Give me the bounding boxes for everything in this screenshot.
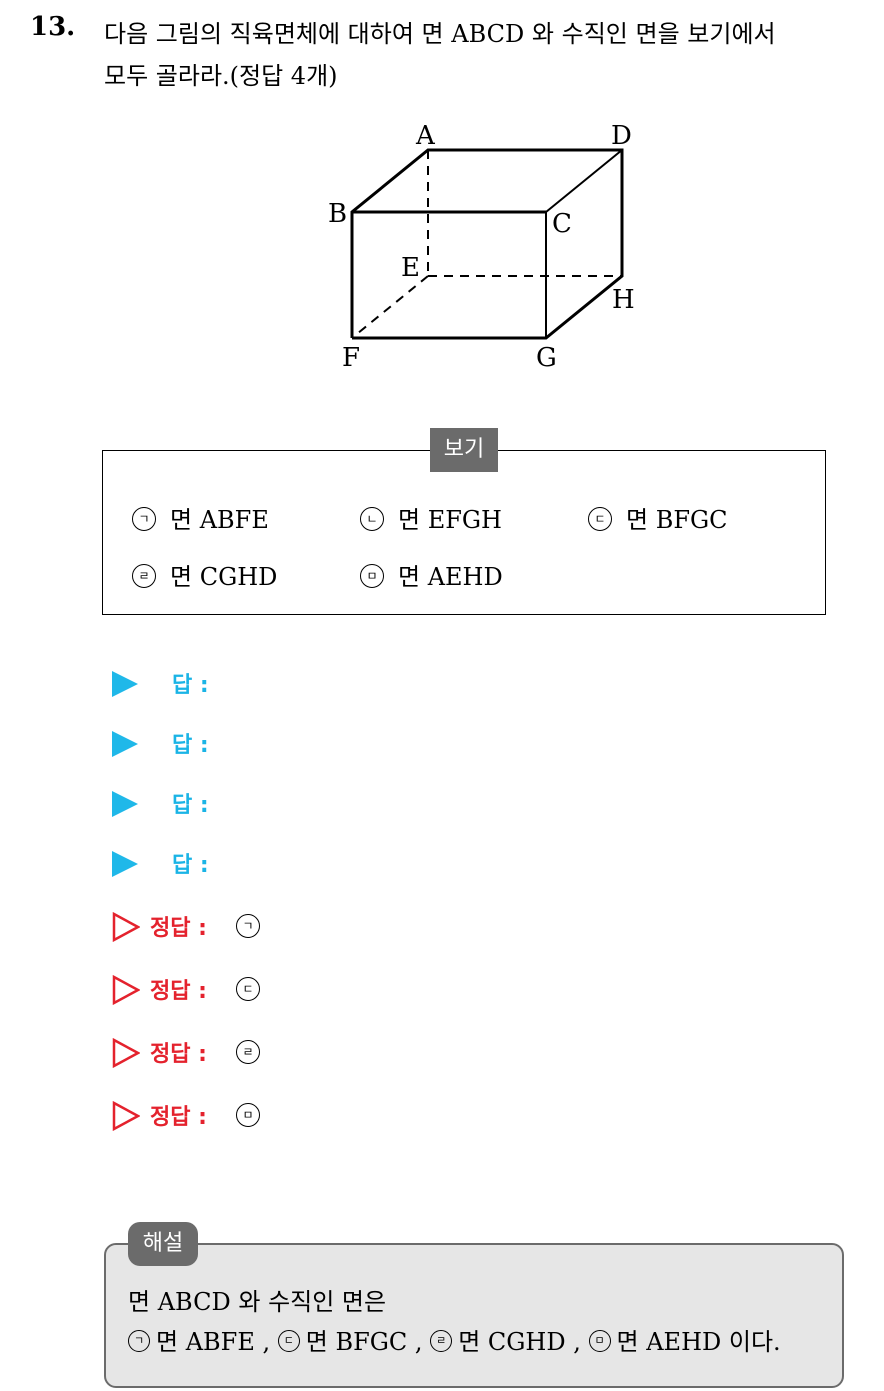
outline-triangle-icon: [112, 912, 140, 942]
bogi-title: 보기: [430, 428, 498, 472]
explanation-item: 면 CGHD ,: [458, 1328, 581, 1356]
question-text-line-2: 모두 골라라.(정답 4개): [104, 62, 338, 90]
correct-label: 정답 :: [150, 1042, 207, 1067]
explanation-box: [104, 1243, 844, 1388]
explanation-line-1: 면 ABCD 와 수직인 면은: [128, 1288, 387, 1316]
explanation-item: 면 AEHD 이다.: [616, 1328, 781, 1356]
option-mark: ㄹ: [132, 563, 156, 588]
option-text: 면 BFGC: [626, 506, 728, 534]
explanation-item: 면 ABFE ,: [156, 1328, 271, 1356]
play-triangle-icon: [112, 671, 138, 697]
vertex-label-G: G: [536, 343, 557, 373]
outline-triangle-icon: [112, 1038, 140, 1068]
explanation-mark: ㅁ: [588, 1329, 611, 1352]
edge-EF: [351, 275, 429, 339]
option-mark: ㅁ: [360, 563, 384, 588]
correct-mark: ㄷ: [236, 977, 260, 1001]
correct-mark: ㄱ: [236, 914, 260, 938]
option-2: ㄴ 면 EFGH: [360, 500, 502, 535]
option-1: ㄱ 면 ABFE: [132, 500, 269, 535]
cuboid-figure: A D B C E H F G: [328, 121, 635, 373]
explanation-mark: ㄹ: [430, 1329, 453, 1352]
vertex-label-A: A: [415, 121, 436, 151]
correct-label: 정답 :: [150, 979, 207, 1004]
option-text: 면 CGHD: [170, 563, 278, 591]
option-5: ㅁ 면 AEHD: [360, 557, 503, 592]
explanation-mark: ㄱ: [128, 1329, 150, 1352]
vertex-label-D: D: [611, 121, 632, 151]
play-triangle-icon: [112, 791, 138, 817]
play-triangle-icon: [112, 851, 138, 877]
explanation-title: 해설: [128, 1222, 198, 1266]
explanation-item: 면 BFGC ,: [305, 1328, 423, 1356]
answer-label: 답 :: [172, 673, 209, 698]
vertex-label-H: H: [612, 285, 635, 315]
edge-CD: [545, 149, 623, 213]
option-mark: ㄷ: [588, 506, 612, 531]
option-text: 면 AEHD: [398, 563, 503, 591]
correct-mark: ㄹ: [236, 1040, 260, 1064]
option-3: ㄷ 면 BFGC: [588, 500, 728, 535]
option-text: 면 EFGH: [398, 506, 502, 534]
explanation-mark: ㄷ: [277, 1329, 300, 1352]
question-number: 13.: [30, 12, 76, 42]
outline-triangle-icon: [112, 1101, 140, 1131]
vertex-label-C: C: [552, 209, 572, 239]
question-text-line-1: 다음 그림의 직육면체에 대하여 면 ABCD 와 수직인 면을 보기에서: [104, 20, 776, 48]
correct-label: 정답 :: [150, 916, 207, 941]
correct-mark: ㅁ: [236, 1103, 260, 1127]
option-4: ㄹ 면 CGHD: [132, 557, 277, 592]
option-mark: ㄴ: [360, 506, 384, 531]
option-mark: ㄱ: [132, 506, 156, 531]
correct-label: 정답 :: [150, 1105, 207, 1130]
answer-label: 답 :: [172, 733, 209, 758]
outline-triangle-icon: [112, 975, 140, 1005]
vertex-label-E: E: [401, 253, 420, 283]
vertex-label-F: F: [342, 343, 360, 373]
answer-label: 답 :: [172, 853, 209, 878]
play-triangle-icon: [112, 731, 138, 757]
visible-edges: [350, 148, 624, 340]
answer-label: 답 :: [172, 793, 209, 818]
option-text: 면 ABFE: [170, 506, 269, 534]
vertex-label-B: B: [328, 199, 347, 229]
